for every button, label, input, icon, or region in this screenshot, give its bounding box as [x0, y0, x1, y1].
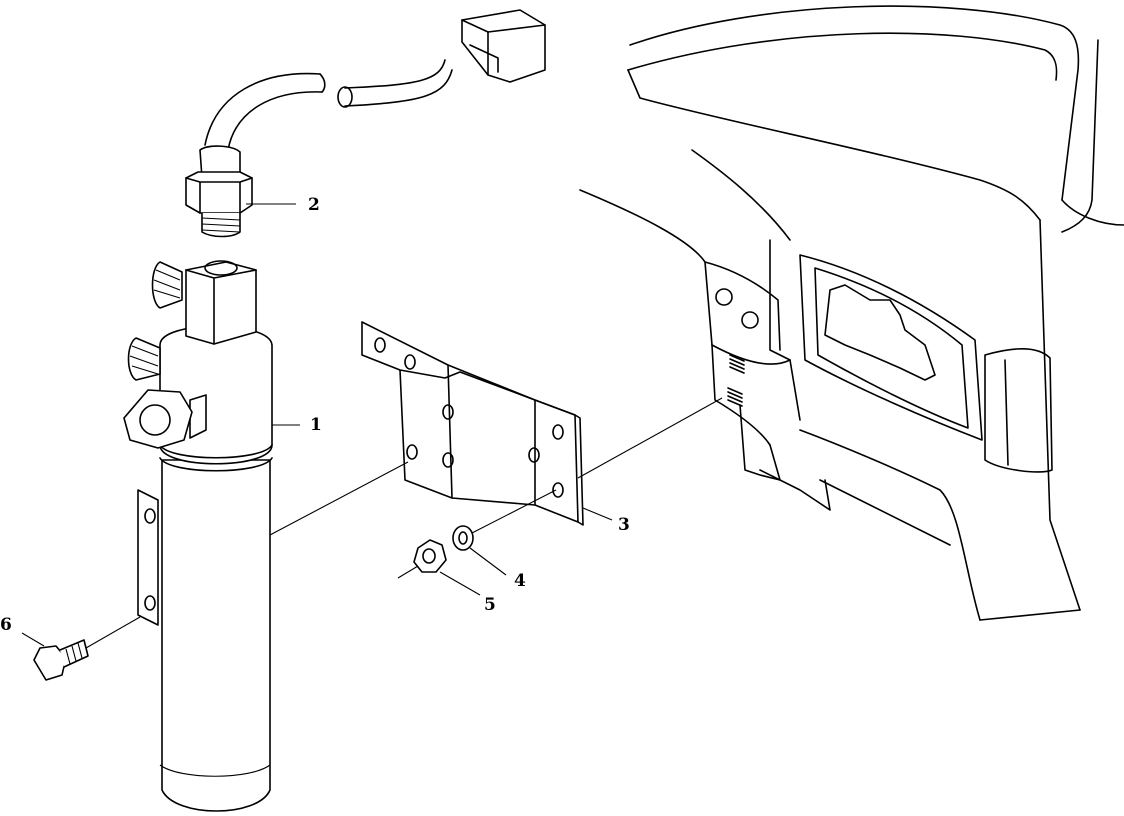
callout-labels: 1 2 3 4 5 6 [0, 195, 630, 635]
callout-4: 4 [514, 571, 526, 591]
assembly-lines [85, 397, 723, 649]
callout-2: 2 [308, 195, 320, 215]
callout-3: 3 [618, 515, 630, 535]
bolt-part [33, 639, 89, 681]
pressure-switch-part [185, 9, 546, 238]
vehicle-cab-structure [579, 5, 1124, 621]
callout-1: 1 [310, 415, 322, 435]
receiver-drier-part [123, 260, 273, 812]
mounting-bracket-part [361, 321, 584, 526]
washer-part [452, 525, 474, 551]
leader-lines [21, 203, 613, 647]
nut-part [413, 539, 447, 573]
callout-5: 5 [484, 595, 496, 615]
callout-6: 6 [0, 615, 12, 635]
